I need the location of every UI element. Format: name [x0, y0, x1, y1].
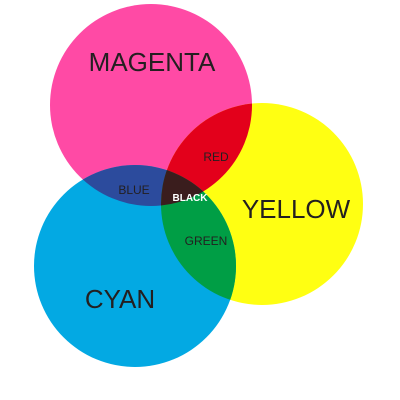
yellow-label: YELLOW	[242, 194, 351, 224]
red-overlap	[161, 103, 252, 206]
green-label: GREEN	[185, 234, 228, 248]
black-label: BLACK	[173, 193, 209, 204]
green-overlap	[161, 165, 236, 305]
cyan-label: CYAN	[85, 284, 155, 314]
magenta-label: MAGENTA	[89, 47, 216, 77]
red-label: RED	[203, 150, 229, 164]
blue-label: BLUE	[118, 183, 149, 197]
